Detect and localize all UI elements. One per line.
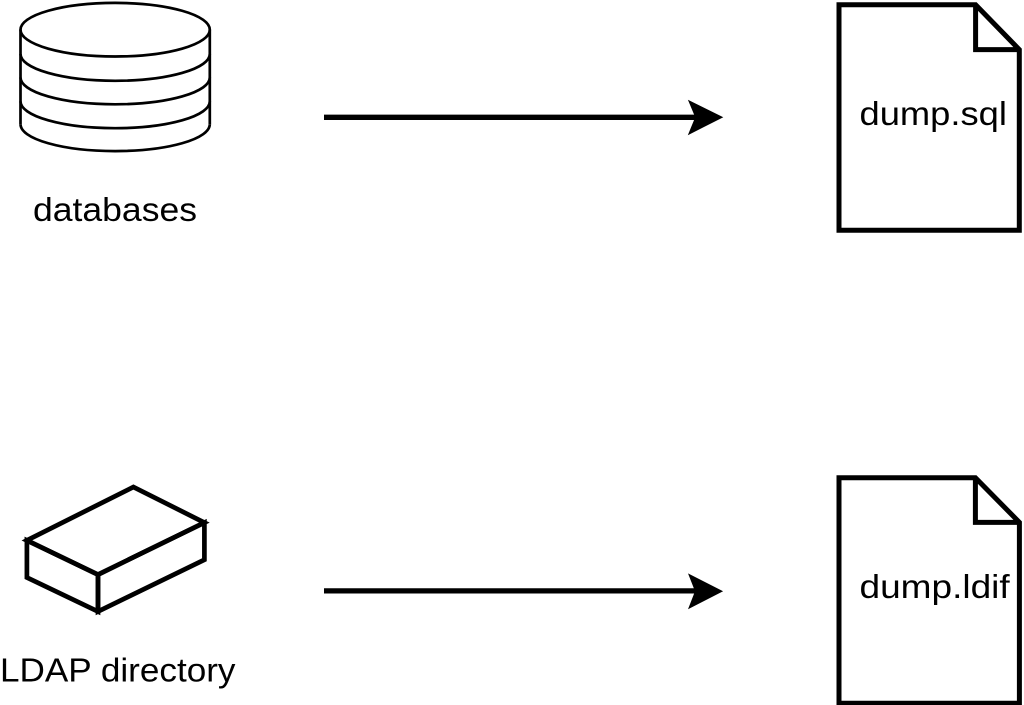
svg-text:databases: databases [33,191,197,228]
svg-text:LDAP directory: LDAP directory [0,652,236,689]
svg-text:dump.ldif: dump.ldif [860,568,1011,605]
svg-text:dump.sql: dump.sql [860,95,1007,132]
